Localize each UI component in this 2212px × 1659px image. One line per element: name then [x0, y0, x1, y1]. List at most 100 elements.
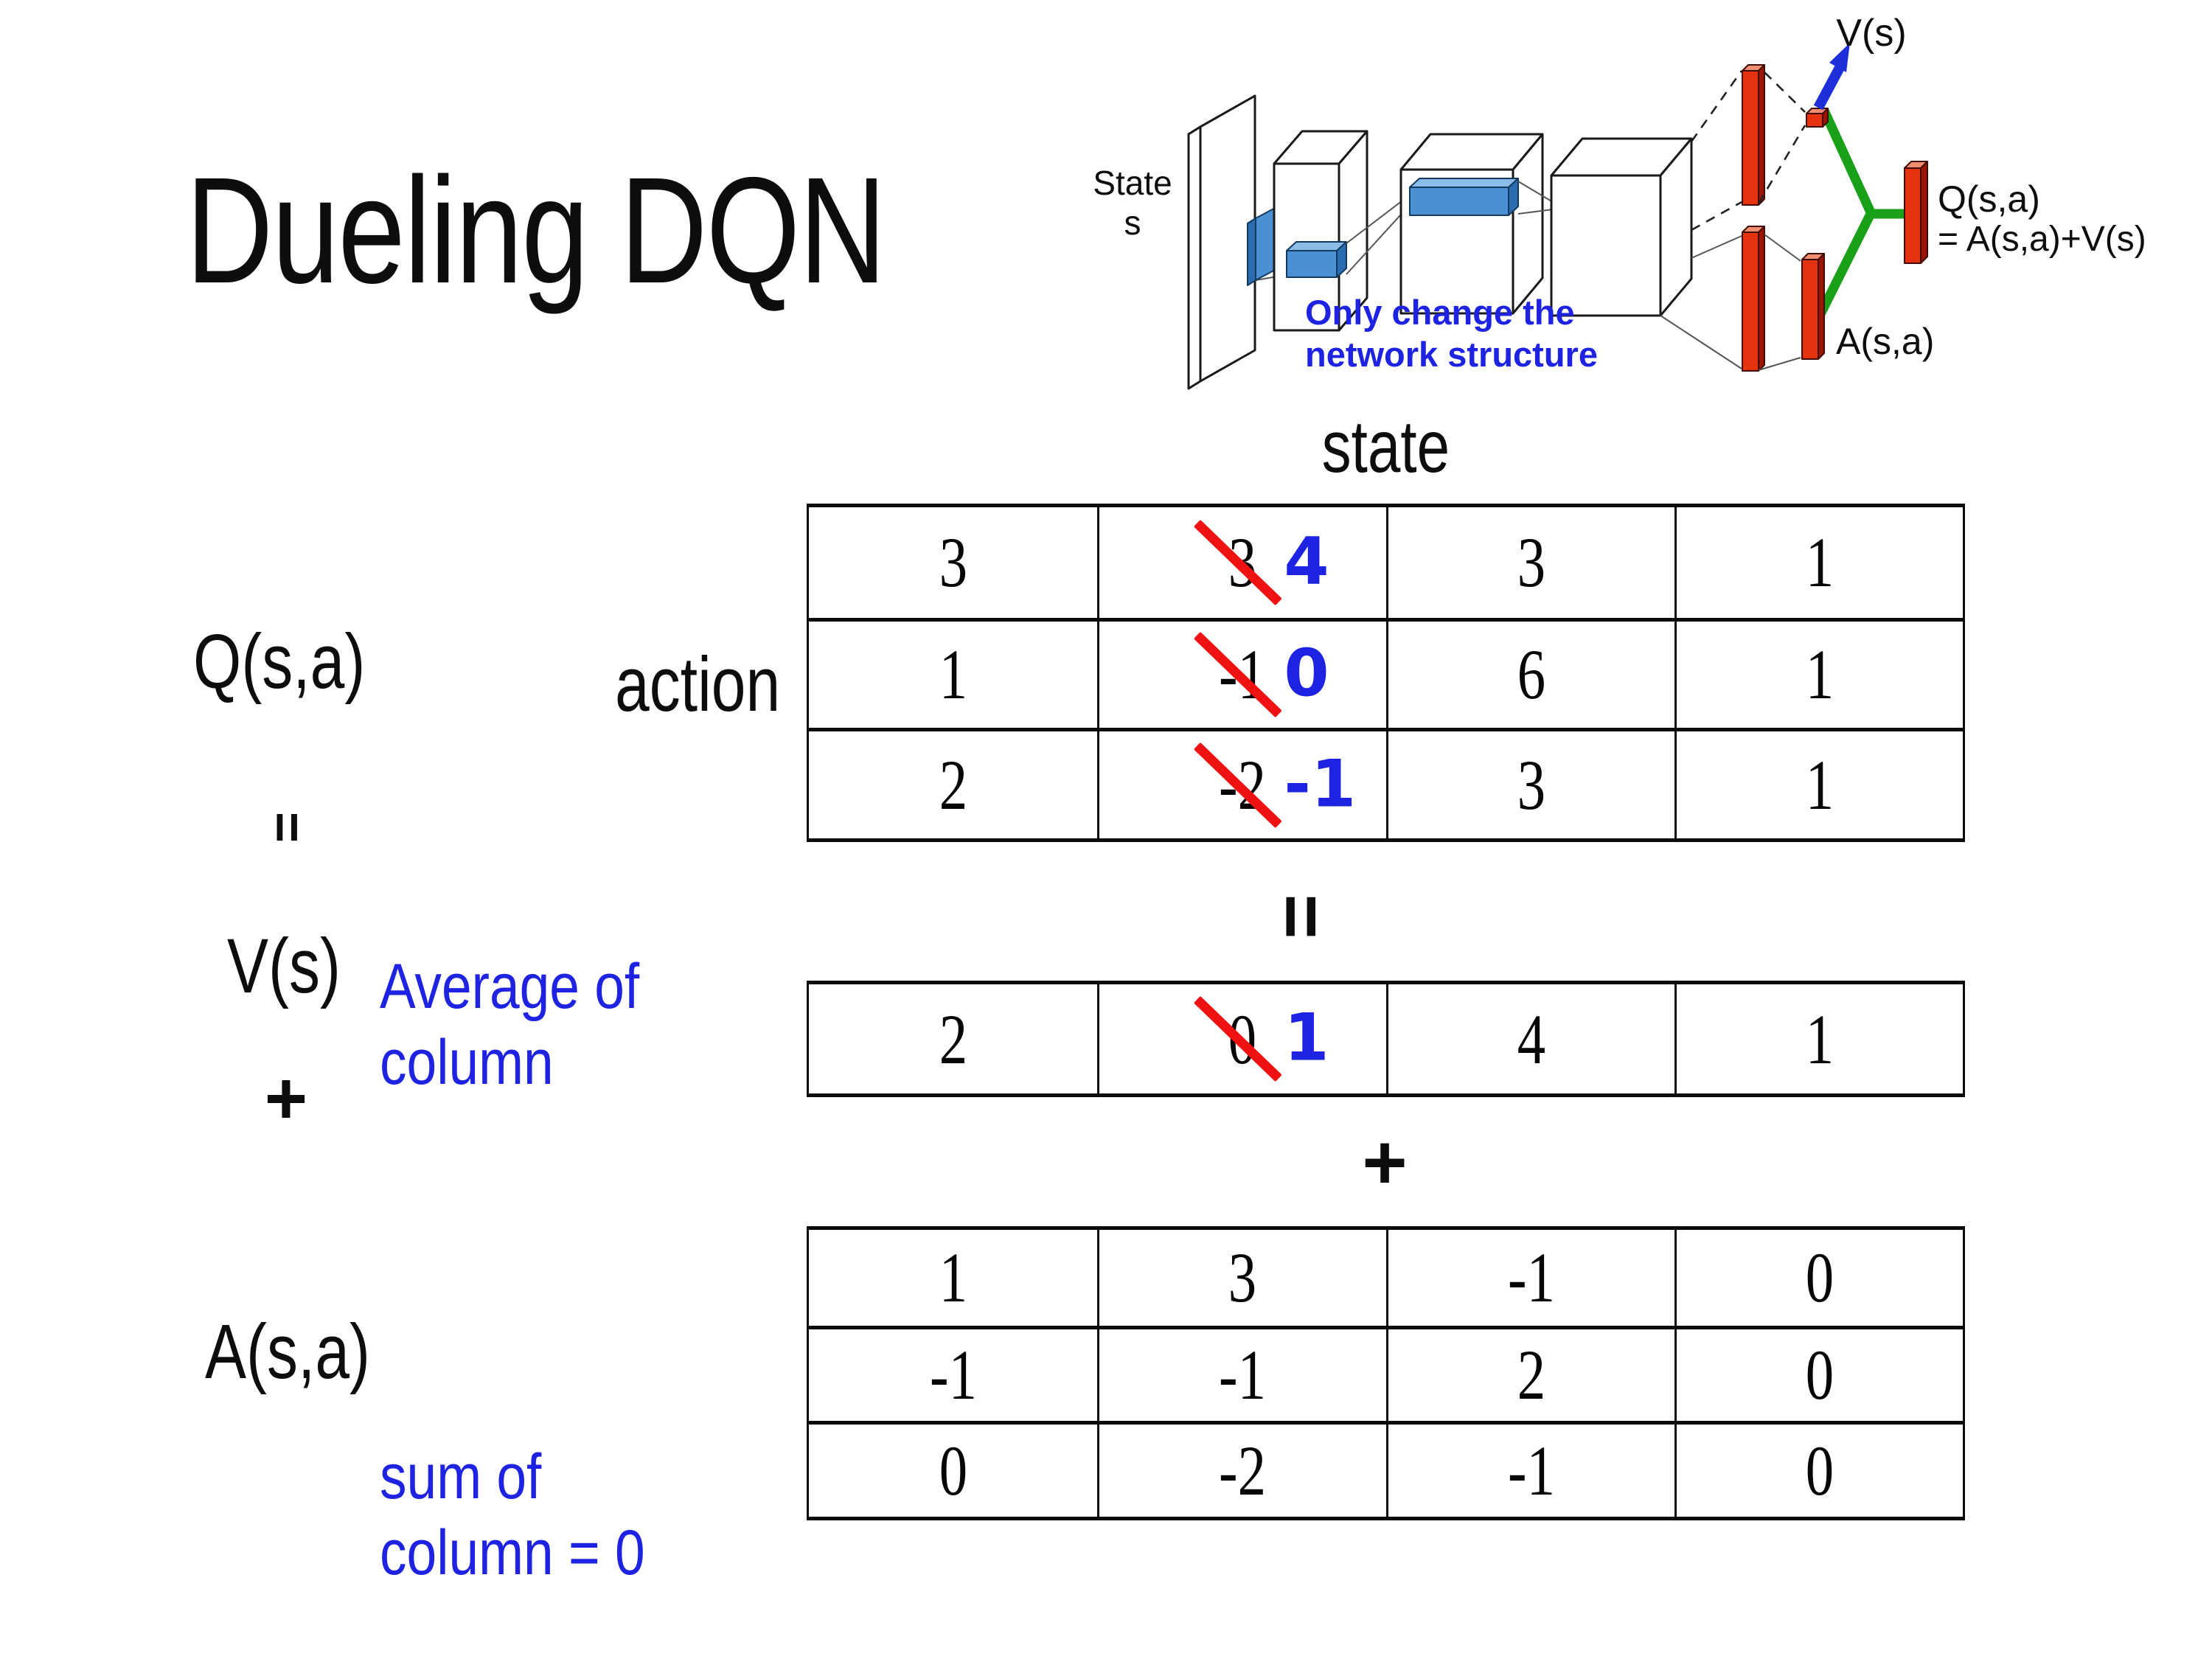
table-cell: -1: [1097, 1325, 1386, 1422]
bar-front: [1742, 232, 1759, 372]
bar-side: [1758, 64, 1765, 206]
table-cell-corrected: -1 0: [1097, 617, 1386, 728]
bar-top: [1409, 178, 1519, 188]
plus-center-operator: +: [1362, 1119, 1408, 1206]
average-note-line1: Average of: [380, 951, 640, 1022]
fc-line: [1660, 315, 1742, 369]
q-output-bar: [1904, 161, 1928, 264]
bar-front: [1904, 167, 1921, 264]
table-cell: 6: [1385, 617, 1674, 728]
diagram-state-label-line2: s: [1124, 204, 1141, 242]
bar-front: [1801, 259, 1819, 360]
corrected-value: 0: [1284, 635, 1329, 712]
fc-bar-value-stream: [1742, 64, 1765, 206]
a-line: [1758, 357, 1801, 371]
corrected-value: -1: [1284, 745, 1357, 822]
bar-side: [1920, 161, 1928, 264]
sum-note-line2: column = 0: [380, 1517, 645, 1588]
q-table: 3 3 4 3 1 1 -1 0 6 1 2 -2 -1 3 1: [807, 504, 1965, 842]
arrow-shaft: [1813, 62, 1846, 111]
page-title: Dueling DQN: [186, 146, 886, 315]
bar-side: [1758, 226, 1765, 372]
diagram-q-formula: = A(s,a)+V(s): [1938, 220, 2146, 259]
bar-side: [1818, 253, 1825, 360]
conv-box-3: [1550, 137, 1693, 317]
a-table: 1 3 -1 0 -1 -1 2 0 0 -2 -1 0: [807, 1226, 1965, 1520]
conv-line: [1346, 195, 1409, 244]
table-cell: 1: [939, 1238, 967, 1318]
a-vector-bar: [1801, 253, 1825, 360]
diagram-q-label: Q(s,a): [1938, 178, 2040, 220]
bar-front: [1742, 70, 1759, 206]
table-cell: -1: [809, 1325, 1098, 1422]
v-dashed-line: [1757, 125, 1806, 204]
diagram-state-label-line1: State: [1093, 164, 1172, 202]
q-term-label: Q(s,a): [193, 619, 366, 705]
v-node: [1806, 108, 1829, 128]
feature-bar-1: [1286, 241, 1347, 278]
table-cell: -1: [1385, 1421, 1674, 1517]
corrected-value: 1: [1284, 999, 1329, 1076]
table-cell-corrected: 0 1: [1097, 984, 1385, 1093]
conv-line: [1517, 181, 1554, 203]
equals-left-operator: =: [257, 811, 316, 844]
diagram-note-line1: Only change the: [1305, 293, 1575, 332]
table-cell: 1: [1674, 617, 1963, 728]
table-cell: 3: [1097, 1230, 1385, 1326]
table-cell: 0: [1674, 1325, 1963, 1422]
a-line: [1764, 234, 1801, 262]
table-cell: 1: [1674, 984, 1963, 1093]
merge-line-bottom: [1815, 210, 1876, 318]
node-front: [1806, 113, 1823, 128]
table-cell: 3: [1385, 728, 1674, 838]
state-axis-wrap: state: [807, 410, 1965, 484]
equals-center-operator: =: [1258, 894, 1345, 939]
table-cell: 4: [1385, 984, 1674, 1093]
action-axis-label: action: [614, 641, 780, 728]
feature-bar-2: [1409, 178, 1519, 216]
average-note-line2: column: [380, 1027, 554, 1098]
corrected-value: 4: [1284, 523, 1329, 599]
box-front: [1550, 174, 1662, 317]
dueling-network-diagram: V(s) State s Q(s,a) = A(s,a)+V(s) A(s,a)…: [1093, 12, 2146, 390]
action-axis-wrap: action: [485, 646, 780, 723]
diagram-v-label: V(s): [1836, 12, 1906, 55]
table-cell: 0: [1674, 1230, 1963, 1326]
conv-line: [1517, 209, 1554, 215]
merge-line-top: [1820, 108, 1876, 216]
table-cell: 1: [1674, 507, 1963, 618]
table-cell: 0: [1674, 1421, 1963, 1517]
table-cell: -1: [1385, 1230, 1674, 1326]
table-cell: 2: [1385, 1325, 1674, 1422]
table-cell: 3: [939, 523, 967, 602]
v-table: 2 0 1 4 1: [807, 981, 1965, 1097]
table-cell-corrected: 3 4: [1097, 507, 1385, 618]
patch-side: [1247, 218, 1256, 286]
average-note: Average of column: [380, 949, 639, 1101]
plane-front-face: [1199, 94, 1256, 383]
a-term-label: A(s,a): [205, 1309, 371, 1395]
conv-line: [1346, 206, 1409, 275]
state-axis-label: state: [1321, 406, 1450, 488]
table-cell: 0: [809, 1421, 1098, 1517]
fc-dashed-line: [1691, 201, 1742, 232]
conv-box-2: [1399, 133, 1544, 315]
table-cell: 2: [939, 999, 967, 1079]
v-dashed-line: [1764, 72, 1806, 113]
plane-side-face: [1187, 125, 1202, 390]
table-cell-corrected: -2 -1: [1097, 728, 1386, 838]
table-cell: -2: [1097, 1421, 1386, 1517]
table-cell: 3: [1385, 507, 1674, 618]
bar-front: [1286, 250, 1338, 278]
sum-note: sum of column = 0: [380, 1439, 645, 1591]
fc-dashed-line: [1690, 70, 1743, 142]
table-cell: 2: [809, 728, 1098, 838]
input-plane: [1187, 94, 1256, 390]
v-term-label: V(s): [227, 923, 341, 1009]
table-cell: 1: [1674, 728, 1963, 838]
diagram-note-line2: network structure: [1305, 335, 1598, 374]
table-cell: 1: [809, 617, 1098, 728]
fc-bar-advantage-stream: [1742, 226, 1765, 372]
v-arrow: [1813, 43, 1850, 111]
sum-note-line1: sum of: [380, 1441, 542, 1512]
